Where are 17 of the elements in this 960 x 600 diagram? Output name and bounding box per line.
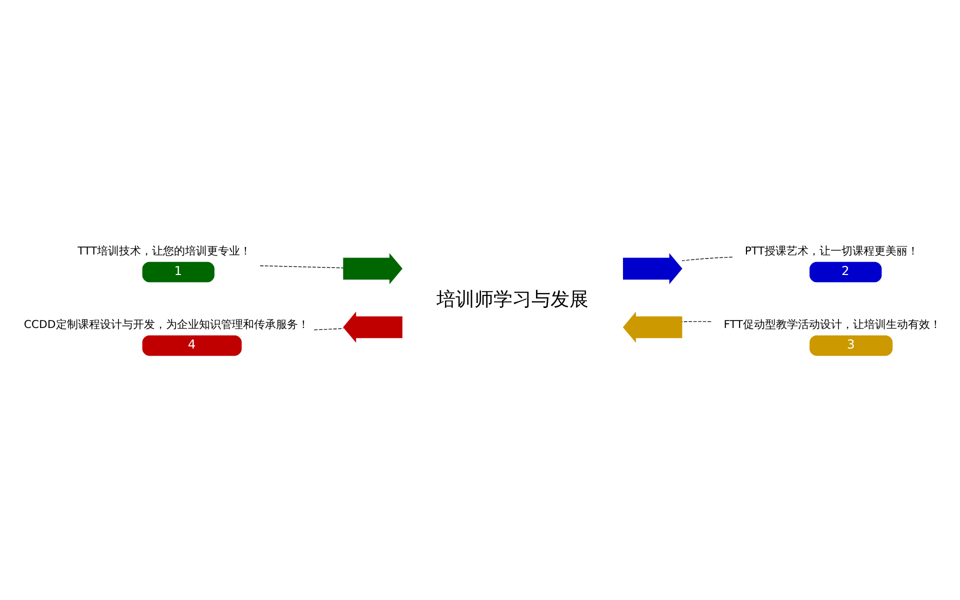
node-arrow	[343, 253, 402, 284]
node-box: 4	[142, 335, 242, 356]
node-label: FTT促动型教学活动设计，让培训生动有效！	[724, 318, 941, 331]
node-box: 2	[810, 262, 882, 282]
connector	[682, 256, 733, 262]
node-label: TTT培训技术，让您的培训更专业！	[78, 244, 252, 258]
node-box: 3	[810, 335, 893, 356]
connector	[314, 328, 344, 330]
node-arrow	[622, 253, 682, 284]
node-arrow	[622, 312, 682, 343]
node-box: 1	[142, 262, 214, 282]
node-text: 培训师学习与发展	[436, 289, 589, 310]
node-label: PTT授课艺术，让一切课程更美丽！	[744, 244, 919, 258]
node-label: CCDD定制课程设计与开发，为企业知识管理和传承服务！	[24, 318, 309, 331]
connector	[260, 265, 344, 268]
connector	[682, 321, 712, 322]
node-arrow	[343, 312, 402, 343]
